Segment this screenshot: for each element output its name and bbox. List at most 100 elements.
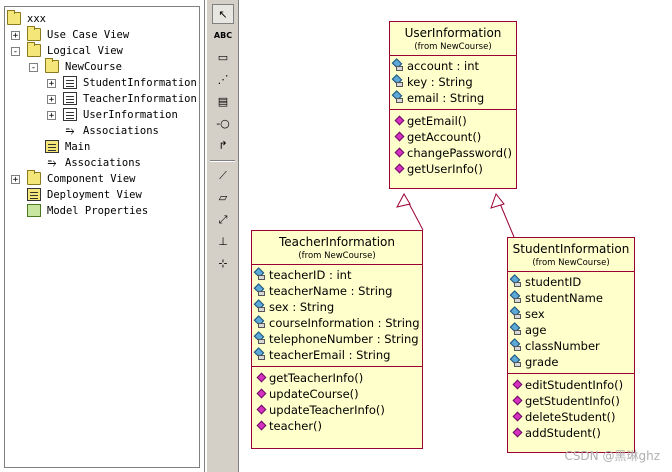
attribute-row[interactable]: teacherName : String [252, 283, 422, 299]
tree-item-deployment-view[interactable]: Deployment View [7, 187, 197, 203]
tree-item-teacher-information[interactable]: + TeacherInformation [7, 91, 197, 107]
attribute-icon [509, 274, 522, 288]
package-tool[interactable]: ▱ [212, 188, 234, 208]
operation-icon [394, 163, 405, 174]
tree-item-use-case-view[interactable]: + Use Case View [7, 26, 197, 43]
operation-row[interactable]: getAccount() [390, 129, 516, 145]
tree-item-newcourse[interactable]: - NewCourse [7, 58, 197, 75]
class-icon [63, 108, 77, 121]
operation-row[interactable]: getTeacherInfo() [252, 370, 422, 386]
operation-icon [394, 131, 405, 142]
attribute-row[interactable]: account : int [390, 58, 516, 74]
generalization-tool[interactable]: ⊥ [212, 232, 234, 252]
diagram-canvas[interactable]: UserInformation (from NewCourse) account… [240, 0, 672, 472]
class-package: (from NewCourse) [298, 251, 376, 261]
attribute-text: teacherName : String [269, 284, 393, 298]
class-teacher-information[interactable]: TeacherInformation (from NewCourse) teac… [251, 230, 423, 449]
text-tool[interactable]: ABC [213, 31, 233, 40]
selection-tool[interactable]: ↖ [212, 4, 234, 24]
expander-minus-icon[interactable]: - [29, 63, 38, 73]
expander-plus-icon[interactable]: + [47, 111, 56, 121]
tree-item-logical-view[interactable]: - Logical View [7, 42, 197, 59]
class-header: StudentInformation (from NewCourse) [508, 238, 634, 272]
class-icon [63, 92, 77, 105]
folder-icon [27, 170, 41, 185]
attribute-icon [391, 74, 404, 88]
package-folder-icon [45, 58, 59, 73]
operation-row[interactable]: addStudent() [508, 425, 634, 441]
class-header: UserInformation (from NewCourse) [390, 22, 516, 56]
operation-row[interactable]: updateTeacherInfo() [252, 402, 422, 418]
generalization-icon: ⊥ [218, 235, 228, 248]
operation-text: teacher() [269, 419, 323, 433]
expander-plus-icon[interactable]: + [47, 95, 56, 105]
attribute-icon [253, 299, 266, 313]
folder-icon [27, 26, 41, 41]
attribute-row[interactable]: key : String [390, 74, 516, 90]
operation-row[interactable]: editStudentInfo() [508, 377, 634, 393]
unidirectional-association-tool[interactable]: ↱ [212, 136, 234, 156]
tree-item-component-view[interactable]: + Component View [7, 170, 197, 187]
note-tool[interactable]: ▭ [212, 48, 234, 68]
class-icon: ▤ [217, 95, 229, 108]
folder-icon [27, 42, 41, 57]
model-browser: xxx + Use Case View - Logical View - New… [0, 0, 205, 472]
attribute-row[interactable]: sex : String [252, 299, 422, 315]
class-student-information[interactable]: StudentInformation (from NewCourse) stud… [507, 237, 635, 453]
attribute-row[interactable]: studentID [508, 274, 634, 290]
tree-root[interactable]: xxx [7, 10, 197, 27]
attribute-text: email : String [407, 91, 485, 105]
expander-plus-icon[interactable]: + [47, 79, 56, 89]
package-icon: ▱ [218, 191, 228, 204]
attribute-row[interactable]: age [508, 322, 634, 338]
class-tool[interactable]: ▤ [212, 92, 234, 112]
class-operations: getEmail() getAccount() changePassword()… [390, 110, 516, 180]
expander-plus-icon[interactable]: + [11, 31, 20, 41]
operation-icon [512, 379, 523, 390]
dependency-tool[interactable]: ⤢ [212, 210, 234, 230]
attribute-row[interactable]: sex [508, 306, 634, 322]
attribute-row[interactable]: teacherID : int [252, 267, 422, 283]
operation-row[interactable]: changePassword() [390, 145, 516, 161]
tree-item-main[interactable]: Main [7, 139, 197, 155]
interface-tool[interactable]: -○ [212, 114, 234, 134]
tree-item-label: Component View [47, 173, 136, 185]
deployment-icon [27, 188, 41, 201]
attribute-text: studentName [525, 291, 603, 305]
operation-row[interactable]: updateCourse() [252, 386, 422, 402]
attribute-row[interactable]: courseInformation : String [252, 315, 422, 331]
tree-item-logical-associations[interactable]: ⥱ Associations [7, 155, 197, 171]
tree-root-label: xxx [27, 13, 46, 25]
attribute-row[interactable]: studentName [508, 290, 634, 306]
realization-tool[interactable]: ⊹ [212, 254, 234, 274]
browser-tree[interactable]: xxx + Use Case View - Logical View - New… [4, 6, 200, 468]
attribute-row[interactable]: grade [508, 354, 634, 370]
tree-item-label: Main [65, 141, 91, 153]
attribute-text: key : String [407, 75, 473, 89]
tree-item-student-information[interactable]: + StudentInformation [7, 75, 197, 91]
operation-row[interactable]: deleteStudent() [508, 409, 634, 425]
operation-row[interactable]: getUserInfo() [390, 161, 516, 177]
class-user-information[interactable]: UserInformation (from NewCourse) account… [389, 21, 517, 189]
operation-row[interactable]: getStudentInfo() [508, 393, 634, 409]
generalization-lines [396, 192, 515, 238]
expander-plus-icon[interactable]: + [11, 175, 20, 185]
association-class-icon: ⟋ [219, 169, 227, 182]
attribute-row[interactable]: classNumber [508, 338, 634, 354]
anchor-tool[interactable]: ⋰ [212, 70, 234, 90]
operation-row[interactable]: teacher() [252, 418, 422, 434]
attribute-row[interactable]: teacherEmail : String [252, 347, 422, 363]
tree-item-model-properties[interactable]: Model Properties [7, 203, 197, 219]
tree-item-associations[interactable]: ⥱ Associations [7, 123, 197, 139]
attribute-text: studentID [525, 275, 582, 289]
operation-icon [256, 388, 267, 399]
tree-item-user-information[interactable]: + UserInformation [7, 107, 197, 123]
attribute-row[interactable]: telephoneNumber : String [252, 331, 422, 347]
operation-row[interactable]: getEmail() [390, 113, 516, 129]
attribute-row[interactable]: email : String [390, 90, 516, 106]
operation-text: getUserInfo() [407, 162, 483, 176]
attribute-icon [509, 338, 522, 352]
expander-minus-icon[interactable]: - [11, 47, 20, 57]
class-name: TeacherInformation [278, 235, 395, 249]
association-class-tool[interactable]: ⟋ [212, 166, 234, 186]
